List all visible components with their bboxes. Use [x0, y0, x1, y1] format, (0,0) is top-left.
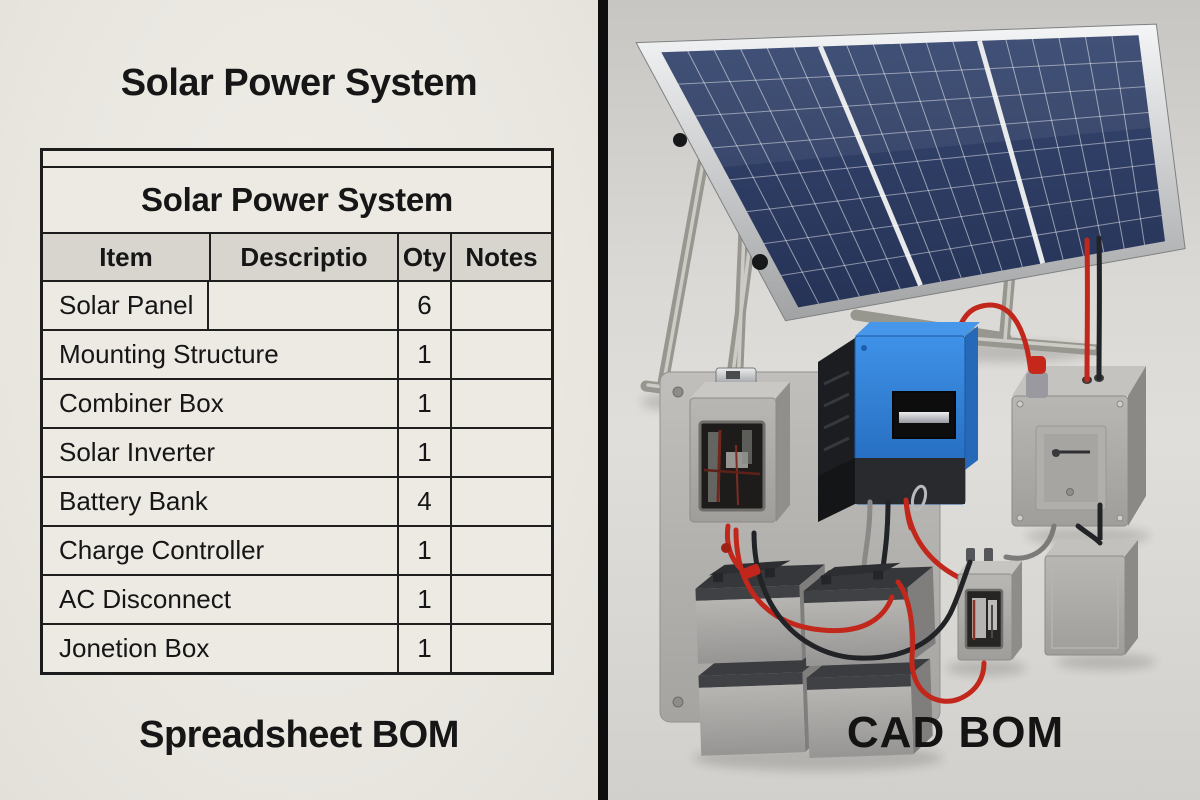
cell-item: Solar Inverter: [59, 437, 216, 467]
cell-item: Battery Bank: [59, 486, 208, 516]
table-top-strip: [43, 151, 551, 168]
cell-notes: [452, 282, 551, 329]
combiner-box: [689, 367, 790, 523]
battery: [806, 658, 933, 759]
cell-qty: 1: [397, 625, 452, 672]
table-row: Combiner Box 1: [43, 380, 551, 429]
header-description: Descriptio: [209, 234, 397, 280]
page-title: Solar Power System: [120, 62, 478, 104]
red-terminal-cap: [1028, 356, 1046, 374]
cell-notes: [452, 478, 551, 525]
header-item: Item: [99, 241, 153, 272]
cell-qty: 6: [397, 282, 452, 329]
header-qty: Oty: [397, 234, 452, 280]
table-row: Charge Controller 1: [43, 527, 551, 576]
ac-disconnect: [1011, 356, 1146, 527]
cell-item: Jonetion Box: [59, 633, 210, 663]
table-row: Jonetion Box 1: [43, 625, 551, 672]
cell-notes: [452, 429, 551, 476]
table-row: Battery Bank 4: [43, 478, 551, 527]
cell-item: Mounting Structure: [59, 339, 279, 369]
cell-notes: [452, 331, 551, 378]
cell-qty: 1: [397, 576, 452, 623]
table-header-row: Item Descriptio Oty Notes: [43, 234, 551, 282]
bom-table: Solar Power System Item Descriptio Oty N…: [40, 148, 554, 675]
cad-bom-panel: CAD BOM: [608, 0, 1200, 800]
cell-qty: 1: [397, 380, 452, 427]
wiring-mid: [1003, 523, 1103, 561]
cell-description: [209, 282, 397, 329]
header-notes: Notes: [465, 241, 538, 272]
cell-qty: 1: [397, 331, 452, 378]
cell-qty: 4: [397, 478, 452, 525]
cell-qty: 1: [397, 527, 452, 574]
wiring-front: [721, 235, 1104, 704]
junction-box-plain: [1044, 502, 1138, 656]
cad-bom-caption: CAD BOM: [846, 708, 1065, 757]
cell-qty: 1: [397, 429, 452, 476]
charge-controller: [818, 322, 980, 579]
cell-item: Solar Panel: [43, 282, 209, 329]
cell-notes: [452, 380, 551, 427]
battery-clamp: [741, 563, 761, 580]
table-row: Solar Inverter 1: [43, 429, 551, 478]
spreadsheet-bom-caption: Spreadsheet BOM: [139, 714, 459, 756]
mounting-hook: [910, 484, 928, 512]
cad-scene: [608, 0, 1200, 800]
cell-item: Charge Controller: [59, 535, 265, 565]
cell-item: AC Disconnect: [59, 584, 231, 614]
junction-box: [957, 548, 1022, 661]
disconnect-switch: [1052, 449, 1060, 457]
table-row: Solar Panel 6: [43, 282, 551, 331]
solar-panel-array: [635, 23, 1186, 322]
cell-notes: [452, 576, 551, 623]
cell-item: Combiner Box: [59, 388, 224, 418]
table-row: AC Disconnect 1: [43, 576, 551, 625]
table-title: Solar Power System: [43, 168, 551, 234]
table-row: Mounting Structure 1: [43, 331, 551, 380]
cell-notes: [452, 527, 551, 574]
split-divider: [598, 0, 608, 800]
cell-notes: [452, 625, 551, 672]
spreadsheet-bom-panel: Solar Power System Solar Power System It…: [0, 0, 598, 800]
